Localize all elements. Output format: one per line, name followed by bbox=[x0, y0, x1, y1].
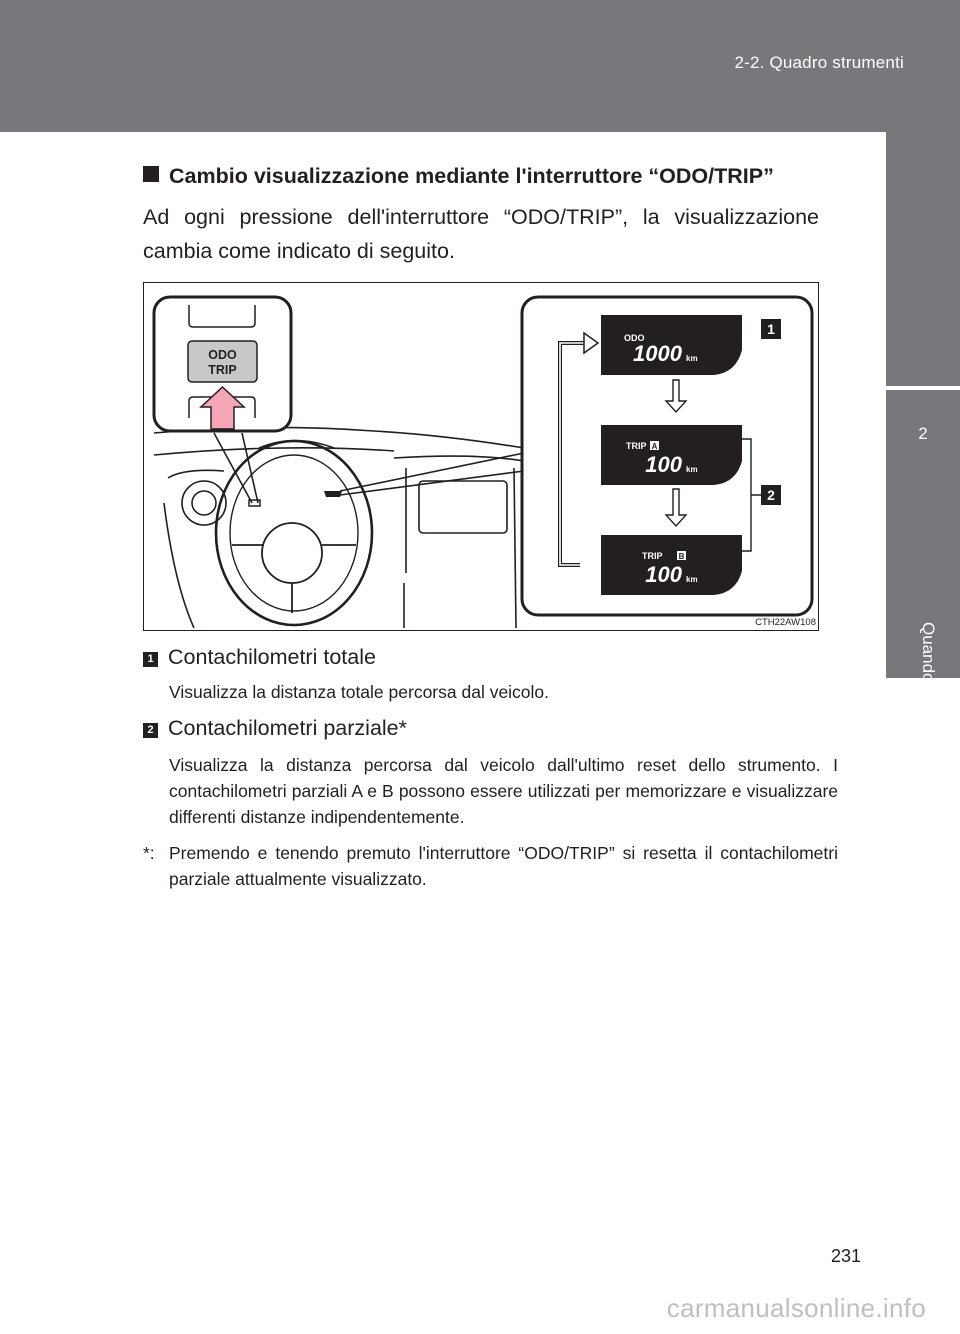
press-arrow-icon bbox=[199, 385, 246, 430]
item-1-badge: 1 bbox=[143, 652, 158, 667]
odo-trip-switch-location bbox=[248, 499, 261, 507]
odo-trip-button bbox=[187, 340, 258, 383]
callout-badge-1 bbox=[761, 319, 781, 339]
trip-bracket bbox=[742, 438, 761, 552]
watermark: carmanualsonline.info bbox=[666, 1293, 926, 1323]
item-2-badge: 2 bbox=[143, 723, 158, 738]
figure-code: CTH22AW108 bbox=[755, 617, 816, 628]
intro-paragraph: Ad ogni pressione dell'interruttore “ODO… bbox=[143, 205, 819, 263]
item-2-title-text: Contachilometri parziale* bbox=[168, 716, 407, 740]
chapter-side-tab: 2 Quando si guida bbox=[886, 132, 960, 746]
running-header: 2-2. Quadro strumenti bbox=[734, 53, 904, 72]
cycle-arrow-icon bbox=[583, 331, 600, 355]
meter-location-marker bbox=[324, 491, 342, 497]
meter-leader-line bbox=[339, 452, 525, 492]
odo-display bbox=[601, 315, 742, 375]
item-1-description: Visualizza la distanza totale percorsa d… bbox=[169, 682, 550, 702]
trip-a-display-value: 100 bbox=[645, 452, 682, 477]
switch-label-trip: TRIP bbox=[208, 363, 236, 377]
odo-display-unit: km bbox=[686, 354, 698, 363]
steering-wheel bbox=[214, 439, 374, 627]
footnote-text: Premendo e tenendo premuto l'interruttor… bbox=[169, 843, 838, 889]
section-heading: Cambio visualizzazione mediante l'interr… bbox=[143, 164, 774, 189]
switch-label-odo: ODO bbox=[208, 348, 237, 362]
odo-trip-illustration: ODO TRIP ODO 1000 km TRIP A 100 km TRIP … bbox=[143, 282, 819, 631]
trip-b-display-letter: B bbox=[679, 552, 685, 561]
callout-badge-1-text: 1 bbox=[767, 321, 775, 337]
down-arrow-icon bbox=[664, 379, 688, 414]
switch-leader-line bbox=[213, 432, 253, 504]
trip-b-display-value: 100 bbox=[645, 562, 682, 587]
item-1-title: 1 Contachilometri totale bbox=[143, 645, 376, 670]
page-number: 231 bbox=[831, 1246, 862, 1266]
bullet-square-icon bbox=[143, 166, 159, 182]
header-bar: 2-2. Quadro strumenti bbox=[0, 0, 960, 132]
dashboard-drawing: ODO TRIP ODO 1000 km TRIP A 100 km TRIP … bbox=[152, 295, 814, 629]
trip-a-display-letter: A bbox=[652, 442, 658, 451]
trip-a-display-label: TRIP bbox=[626, 441, 647, 451]
trip-b-display-label: TRIP bbox=[642, 551, 663, 561]
section-heading-text: Cambio visualizzazione mediante l'interr… bbox=[169, 164, 774, 188]
odo-display-value: 1000 bbox=[633, 341, 683, 366]
trip-b-display bbox=[601, 535, 742, 595]
callout-badge-2-text: 2 bbox=[767, 487, 775, 503]
chapter-label: Quando si guida bbox=[919, 622, 938, 746]
trip-a-display-unit: km bbox=[686, 465, 698, 474]
callout-badge-2 bbox=[761, 485, 781, 505]
dashboard-outline bbox=[153, 426, 525, 629]
item-2-description: Visualizza la distanza percorsa dal veic… bbox=[169, 755, 838, 827]
item-2-title: 2 Contachilometri parziale* bbox=[143, 716, 407, 741]
side-tab-divider bbox=[886, 386, 960, 390]
chapter-number: 2 bbox=[918, 424, 928, 443]
footnote: *: Premendo e tenendo premuto l'interrut… bbox=[143, 840, 838, 892]
trip-a-display bbox=[601, 425, 742, 485]
item-1-title-text: Contachilometri totale bbox=[168, 645, 376, 669]
footnote-mark: *: bbox=[143, 843, 155, 863]
odo-display-label: ODO bbox=[624, 333, 645, 343]
trip-b-display-unit: km bbox=[686, 575, 698, 584]
